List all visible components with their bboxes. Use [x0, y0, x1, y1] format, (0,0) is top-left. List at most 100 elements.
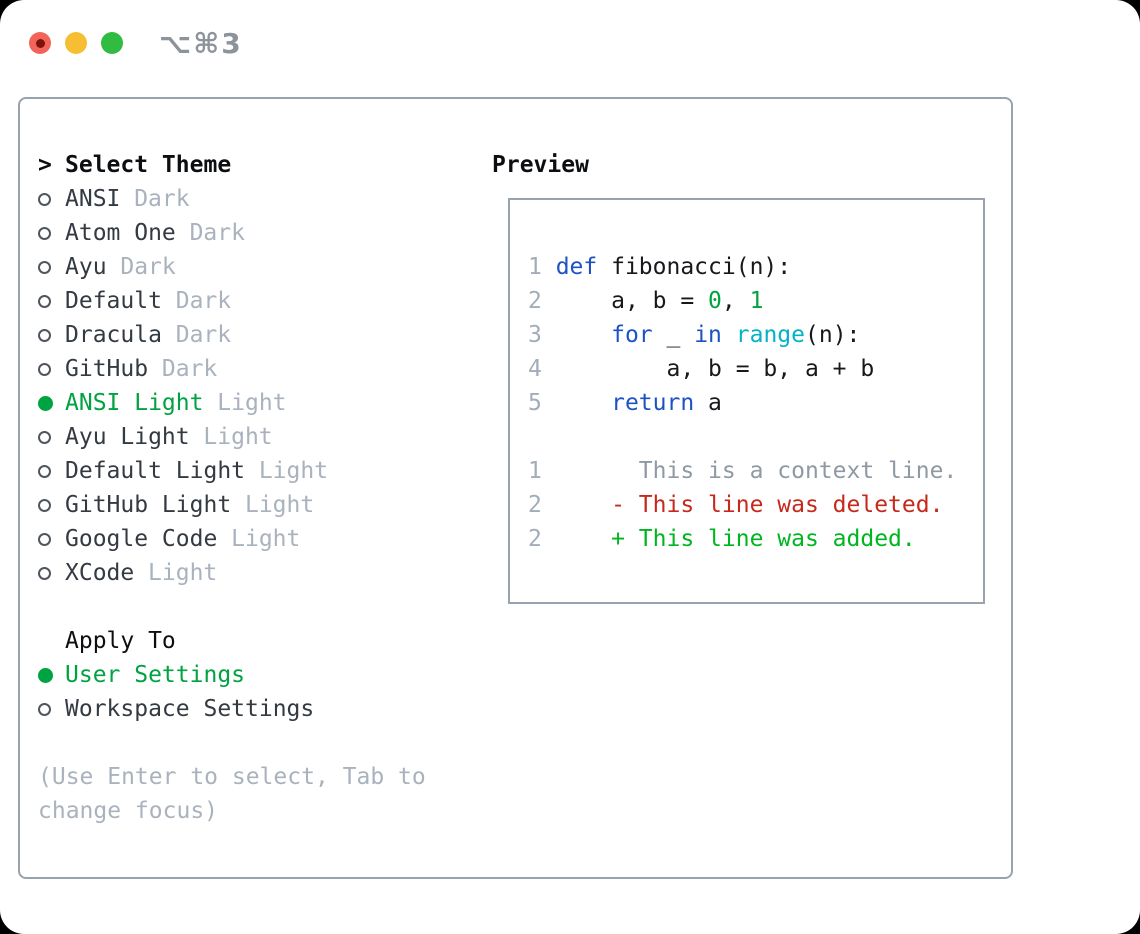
- code-token-num: 0: [708, 288, 722, 314]
- apply-option-workspace-settings[interactable]: Workspace Settings: [38, 692, 478, 726]
- radio-unselected-icon: [38, 464, 51, 478]
- radio-unselected-icon: [38, 498, 51, 512]
- apply-to-header: Apply To: [65, 628, 176, 654]
- radio-unselected-icon: [38, 260, 51, 274]
- theme-variant-label: Light: [244, 492, 315, 518]
- code-token-plain: _: [652, 322, 695, 348]
- theme-name: Default Light: [65, 458, 246, 484]
- code-token-plain: [556, 390, 611, 416]
- radio-unselected-icon: [38, 226, 51, 240]
- code-token-plain: ,: [721, 288, 750, 314]
- code-token-kw: for: [611, 322, 653, 348]
- apply-option-label: Workspace Settings: [65, 696, 315, 722]
- radio-slot: [38, 464, 65, 478]
- code-token-plain: [722, 322, 736, 348]
- theme-option-github-light[interactable]: GitHub Light Light: [38, 488, 478, 522]
- line-number: 4: [528, 356, 542, 382]
- theme-name: Google Code: [65, 526, 218, 552]
- line-number: 1: [528, 458, 542, 484]
- radio-selected-icon: [38, 395, 53, 411]
- radio-slot: [38, 328, 65, 342]
- line-number: 5: [528, 390, 542, 416]
- theme-name: GitHub Light: [65, 492, 232, 518]
- theme-variant-label: Light: [231, 526, 301, 552]
- theme-name: Default: [65, 288, 162, 314]
- code-line: 4 a, b = b, a + b: [528, 352, 983, 386]
- window-minimize-button[interactable]: [65, 32, 87, 54]
- code-token-kw: return: [611, 390, 695, 416]
- radio-slot: [38, 702, 65, 716]
- code-token-plain: a, b = b, a + b: [555, 356, 875, 382]
- window-zoom-button[interactable]: [101, 32, 123, 54]
- theme-option-google-code[interactable]: Google Code Light: [38, 522, 478, 556]
- close-dot-icon: [35, 38, 45, 48]
- code-token-plain: fibonacci(n):: [597, 254, 792, 280]
- radio-slot: [38, 498, 65, 512]
- code-token-plain: [556, 322, 611, 348]
- theme-name: Atom One: [65, 220, 176, 246]
- radio-unselected-icon: [38, 294, 51, 308]
- code-token-plain: [556, 492, 611, 518]
- theme-name: XCode: [65, 560, 135, 586]
- code-line: 5 return a: [528, 386, 983, 420]
- code-token-kw: in: [694, 322, 722, 348]
- line-number: 2: [528, 492, 542, 518]
- radio-slot: [38, 532, 65, 546]
- code-line: 1 def fibonacci(n):: [528, 250, 983, 284]
- line-number: 2: [528, 526, 542, 552]
- line-number: 1: [528, 254, 542, 280]
- theme-name: ANSI Light: [65, 390, 204, 416]
- diff-line: 2 + This line was added.: [528, 522, 983, 556]
- theme-option-default-light[interactable]: Default Light Light: [38, 454, 478, 488]
- line-number: 3: [528, 322, 542, 348]
- code-token-plain: a: [694, 390, 722, 416]
- code-token-fn: range: [735, 322, 805, 348]
- theme-variant-label: Light: [258, 458, 329, 484]
- code-line: 3 for _ in range(n):: [528, 318, 983, 352]
- radio-unselected-icon: [38, 430, 51, 444]
- code-token-num: 1: [749, 288, 764, 314]
- code-token-kw: def: [555, 254, 598, 280]
- theme-variant-label: Dark: [175, 322, 232, 348]
- theme-variant-label: Dark: [175, 288, 232, 314]
- radio-unselected-icon: [38, 328, 51, 342]
- code-token-plain: (n):: [805, 322, 861, 348]
- diff-sample: 1 This is a context line. 2 - This line w…: [528, 454, 983, 556]
- theme-variant-label: Dark: [120, 254, 176, 280]
- radio-slot: [38, 294, 65, 308]
- apply-option-label: User Settings: [65, 662, 246, 688]
- code-token-add: + This line was added.: [611, 526, 916, 552]
- theme-name: Ayu Light: [65, 424, 190, 450]
- window-shortcut-label: ⌥⌘3: [159, 26, 243, 60]
- prompt-cursor-icon: >: [38, 152, 52, 178]
- theme-option-ayu-light[interactable]: Ayu Light Light: [38, 420, 478, 454]
- hint-text: (Use Enter to select, Tab to change focu…: [38, 764, 426, 824]
- line-number: 2: [528, 288, 542, 314]
- code-line: 2 a, b = 0, 1: [528, 284, 983, 318]
- apply-option-user-settings[interactable]: User Settings: [38, 658, 478, 692]
- titlebar: ⌥⌘3: [29, 26, 243, 60]
- code-token-ctx: This is a context line.: [555, 458, 958, 484]
- theme-variant-label: Light: [203, 424, 273, 450]
- radio-slot: [38, 667, 65, 683]
- window-close-button[interactable]: [29, 32, 51, 54]
- theme-option-default[interactable]: Default Dark: [38, 284, 478, 318]
- radio-unselected-icon: [38, 702, 51, 716]
- radio-slot: [38, 192, 65, 206]
- diff-line: 2 - This line was deleted.: [528, 488, 983, 522]
- radio-unselected-icon: [38, 362, 51, 376]
